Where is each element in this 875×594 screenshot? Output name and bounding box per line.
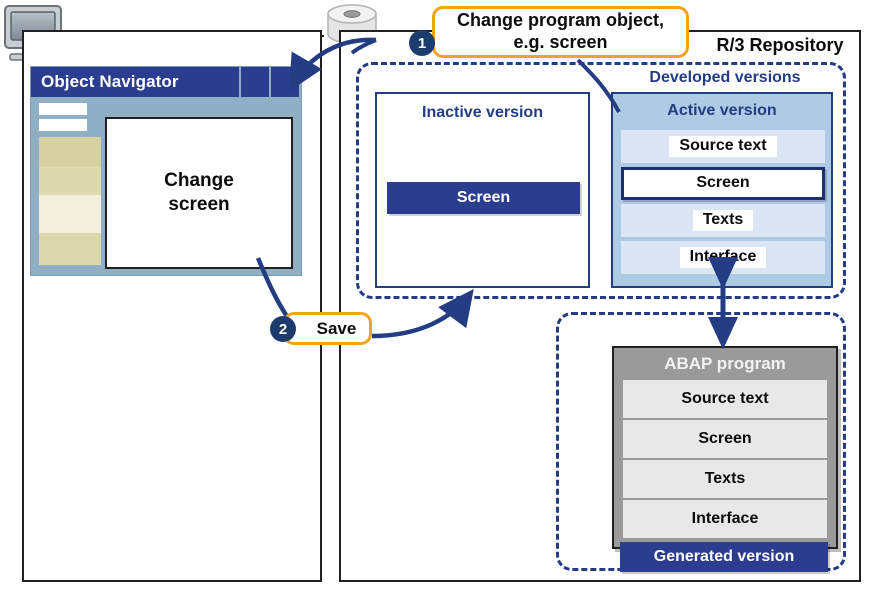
titlebar-segment-2[interactable]: [269, 67, 299, 97]
callout-2-text: Save: [316, 318, 357, 338]
active-item-label: Interface: [679, 247, 767, 268]
active-version-label: Active version: [667, 102, 777, 119]
abap-item-source-text[interactable]: Source text: [623, 380, 827, 418]
abap-program-box: ABAP program Source text Screen Texts In…: [612, 346, 838, 549]
abap-item-interface[interactable]: Interface: [623, 500, 827, 538]
active-item-label: Screen: [696, 174, 750, 192]
navigator-input-field-1[interactable]: [39, 103, 87, 115]
active-version-item-source-text[interactable]: Source text: [621, 130, 825, 163]
callout-save: Save: [283, 312, 372, 345]
navigator-input-field-2[interactable]: [39, 119, 87, 131]
callout-1-text: Change program object,e.g. screen: [457, 10, 664, 53]
callout-1-line2: e.g. screen: [513, 32, 608, 52]
tree-row[interactable]: [39, 195, 101, 233]
developed-versions-label: Developed versions: [649, 69, 801, 86]
abap-item-screen[interactable]: Screen: [623, 420, 827, 458]
active-version-item-screen[interactable]: Screen: [621, 167, 825, 200]
step-badge-1: 1: [409, 30, 435, 56]
abap-program-item-list: Source text Screen Texts Interface: [614, 380, 836, 538]
inactive-version-box: Inactive version Screen: [375, 92, 590, 288]
active-item-label: Texts: [692, 210, 754, 231]
object-navigator-titlebar: Object Navigator: [31, 67, 301, 97]
active-version-item-list: Source text Screen Texts Interface: [621, 130, 825, 278]
active-version-item-texts[interactable]: Texts: [621, 204, 825, 237]
abap-item-texts[interactable]: Texts: [623, 460, 827, 498]
screen-editor-label-line2: screen: [168, 194, 230, 215]
repository-title: R/3 Repository: [716, 34, 844, 55]
active-version-box: Active version Source text Screen Texts …: [611, 92, 833, 288]
navigator-object-tree[interactable]: [39, 137, 101, 265]
active-version-item-interface[interactable]: Interface: [621, 241, 825, 274]
callout-1-line1: Change program object,: [456, 10, 665, 31]
callout-change-program-object: Change program object,e.g. screen: [432, 6, 689, 58]
inactive-version-label: Inactive version: [422, 104, 543, 121]
abap-program-title: ABAP program: [664, 354, 786, 373]
screen-editor-label-line1: Change: [164, 170, 234, 192]
tree-row[interactable]: [39, 137, 101, 167]
titlebar-corner: [299, 67, 301, 97]
generated-version-badge: Generated version: [620, 542, 828, 572]
step-badge-2: 2: [270, 316, 296, 342]
inactive-version-item-screen[interactable]: Screen: [387, 182, 580, 214]
tree-row[interactable]: [39, 233, 101, 265]
object-navigator-title: Object Navigator: [41, 72, 179, 91]
tree-row[interactable]: [39, 167, 101, 195]
active-item-label: Source text: [669, 136, 777, 157]
titlebar-segment-1[interactable]: [239, 67, 269, 97]
